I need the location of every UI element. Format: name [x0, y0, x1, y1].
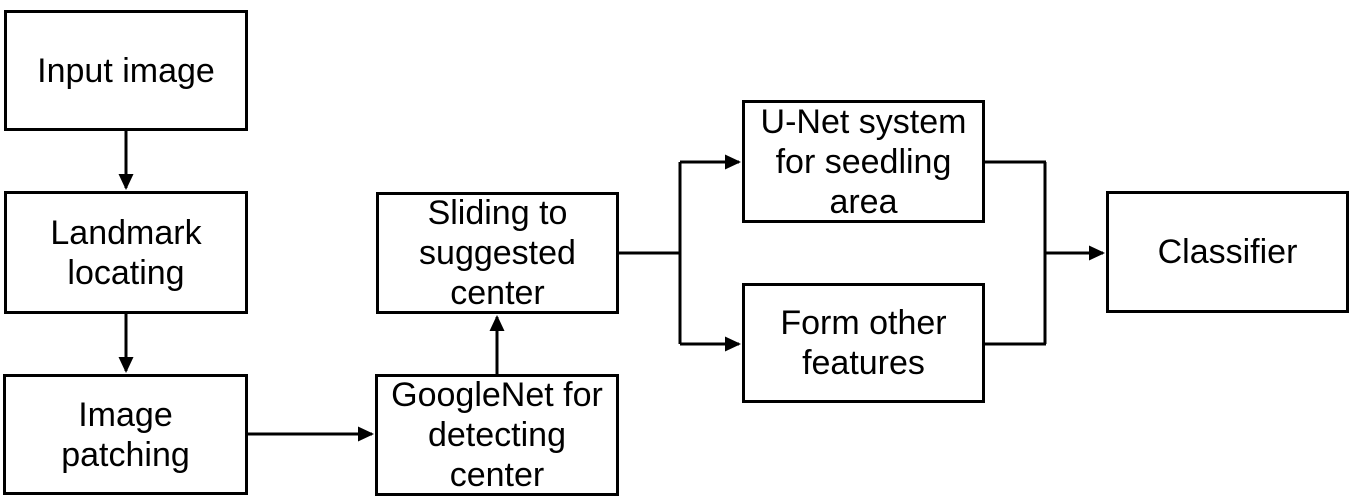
node-landmark-locating-label: Landmark locating [50, 213, 202, 292]
node-unet-seedling-area: U-Net system for seedling area [742, 100, 985, 223]
node-classifier-label: Classifier [1157, 233, 1298, 271]
node-googlenet-detecting-center: GoogleNet for detecting center [375, 374, 619, 496]
node-image-patching: Image patching [3, 374, 248, 495]
node-form-other-features-label: Form other features [780, 304, 947, 382]
node-input-image: Input image [4, 10, 248, 131]
node-landmark-locating: Landmark locating [4, 191, 248, 314]
node-image-patching-label: Image patching [61, 395, 190, 474]
node-classifier: Classifier [1106, 191, 1349, 313]
node-unet-label: U-Net system for seedling area [760, 102, 967, 221]
node-sliding-suggested-center: Sliding to suggested center [376, 192, 619, 314]
node-googlenet-label: GoogleNet for detecting center [391, 376, 603, 494]
node-form-other-features: Form other features [742, 283, 985, 403]
node-input-image-label: Input image [37, 51, 215, 90]
node-sliding-label: Sliding to suggested center [419, 194, 576, 312]
